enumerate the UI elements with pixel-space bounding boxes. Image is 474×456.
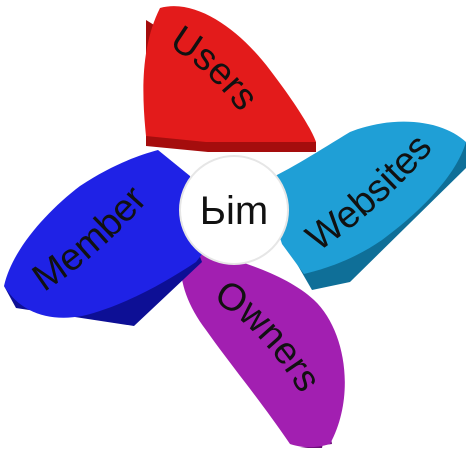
owners-petal-face — [180, 252, 345, 448]
hub: Ьim — [179, 155, 289, 265]
websites-petal-face — [262, 121, 466, 274]
users-petal: Users — [143, 6, 316, 152]
hub-label: Ьim — [200, 189, 268, 233]
websites-petal: Websites — [262, 121, 466, 290]
users-petal-face — [143, 6, 316, 142]
hub-circle — [179, 155, 289, 265]
members-petal-face — [4, 150, 210, 318]
